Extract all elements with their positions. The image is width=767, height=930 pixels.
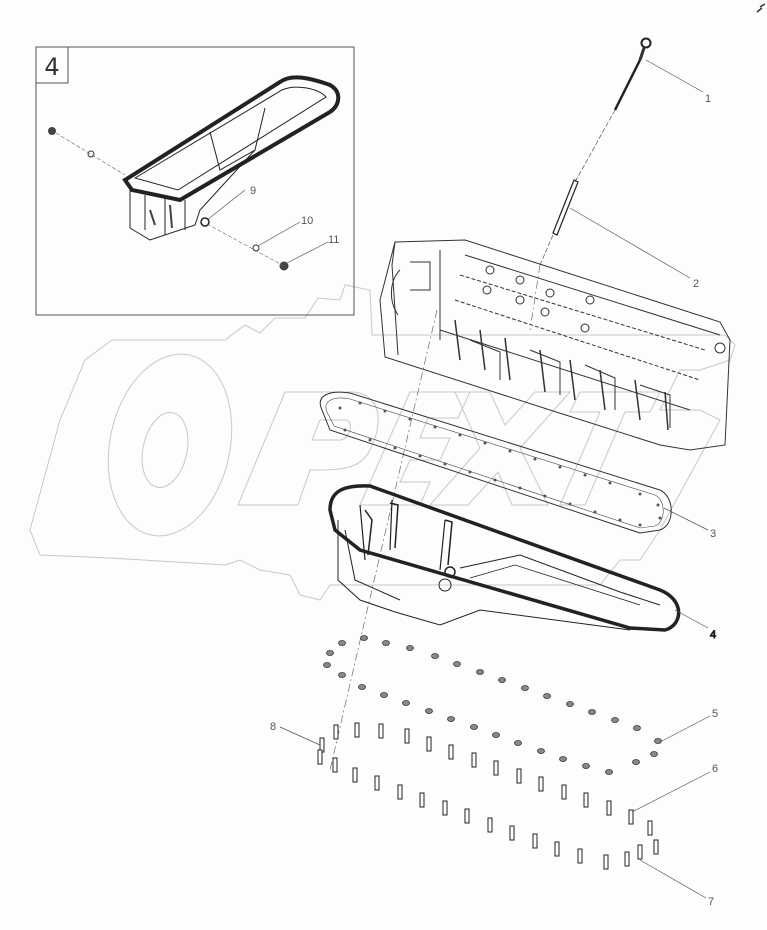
callout-9: 9 [250,185,256,197]
callout-1: 1 [705,93,711,105]
inset-label-box [35,46,69,84]
callout-2: 2 [693,278,699,290]
callout-4: 4 [710,629,716,641]
callout-7: 7 [708,896,714,908]
inset-oil-pan [122,75,341,241]
callout-6: 6 [712,763,718,775]
dipstick-tube: 2 [539,179,699,290]
callout-3: 3 [710,528,716,540]
dipstick: 1 [574,37,711,183]
corner-mark [756,3,766,13]
bolts-row-upper [333,722,653,836]
bolts-8 [317,737,325,765]
callout-11: 11 [328,234,339,246]
inset-detail-4: 4 9 10 11 [35,46,355,316]
gasket-bolt-holes [338,401,662,527]
inset-washer-left [87,150,95,158]
bolts-row-lower [332,757,659,870]
oil-pan-gasket: 3 [319,391,716,540]
watermark-opex [29,284,736,601]
oil-pan: 4 [328,484,717,642]
inset-plug-left [48,127,56,135]
washers [323,635,711,775]
callout-5: 5 [712,708,718,720]
inset-label: 4 [44,53,59,81]
alignment-lines [329,264,541,771]
callout-8: 8 [270,721,276,733]
callout-10: 10 [301,215,313,227]
engine-block [379,239,731,451]
